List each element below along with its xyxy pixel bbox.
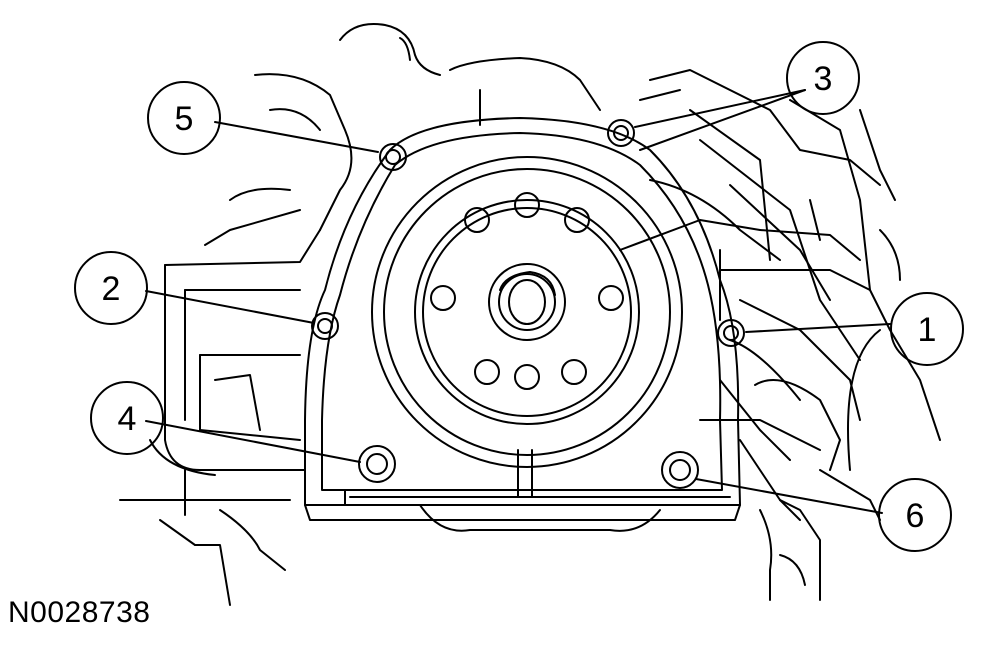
engine-block-outline [119, 23, 941, 606]
callout-6-label: 6 [906, 497, 925, 535]
figure-id-label: N0028738 [8, 596, 151, 629]
bolt-3 [607, 119, 635, 147]
callout-4-label: 4 [118, 400, 137, 438]
callout-2-label: 2 [102, 270, 121, 308]
callout-6-circle [878, 478, 952, 552]
crankshaft-flange [371, 156, 683, 468]
callout-5-circle [147, 81, 221, 155]
callout-3-label: 3 [814, 60, 833, 98]
bolt-4 [358, 445, 396, 483]
seal-retainer-plate [304, 117, 741, 532]
flange-holes [430, 192, 624, 390]
callout-1-circle [890, 292, 964, 366]
callout-4-circle [90, 381, 164, 455]
callout-5-label: 5 [175, 100, 194, 138]
leader-lines [145, 89, 892, 514]
bolt-6 [661, 451, 699, 489]
callout-circles [74, 41, 964, 552]
callout-3-circle [786, 41, 860, 115]
callout-2-circle [74, 251, 148, 325]
bolt-2 [311, 312, 339, 340]
callout-1-label: 1 [918, 311, 937, 349]
bolt-5 [379, 143, 407, 171]
bolt-1 [717, 319, 745, 347]
